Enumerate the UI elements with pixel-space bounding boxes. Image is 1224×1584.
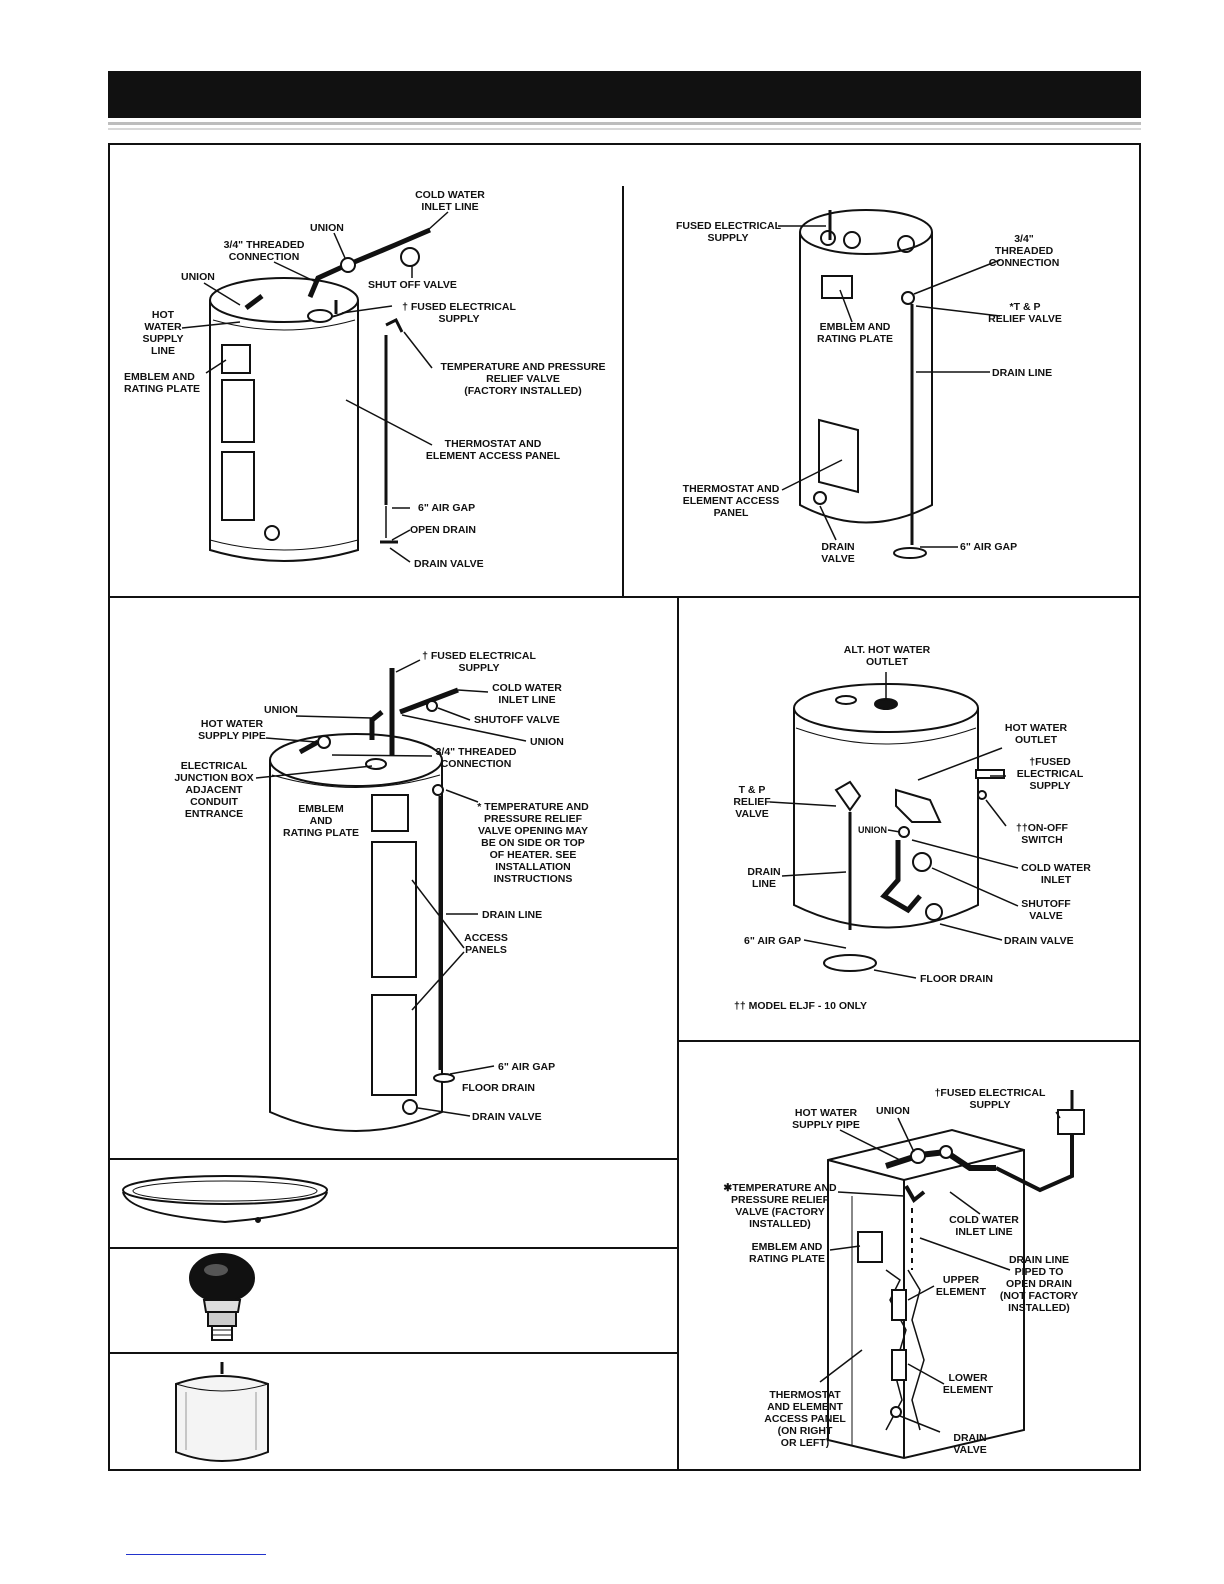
footer-link-underline[interactable] [126,1554,266,1555]
divider-accessory-3 [108,1352,678,1354]
header-rule-secondary [108,128,1141,130]
divider-accessory-2 [108,1247,678,1249]
divider-row-1 [108,596,1141,598]
divider-accessory-1 [108,1158,678,1160]
header-rule [108,122,1141,125]
divider-lower-center [677,597,679,1470]
figure-frame [108,143,1141,1471]
header-bar [108,71,1141,118]
divider-right-lower [678,1040,1141,1042]
divider-top-center [622,186,624,597]
